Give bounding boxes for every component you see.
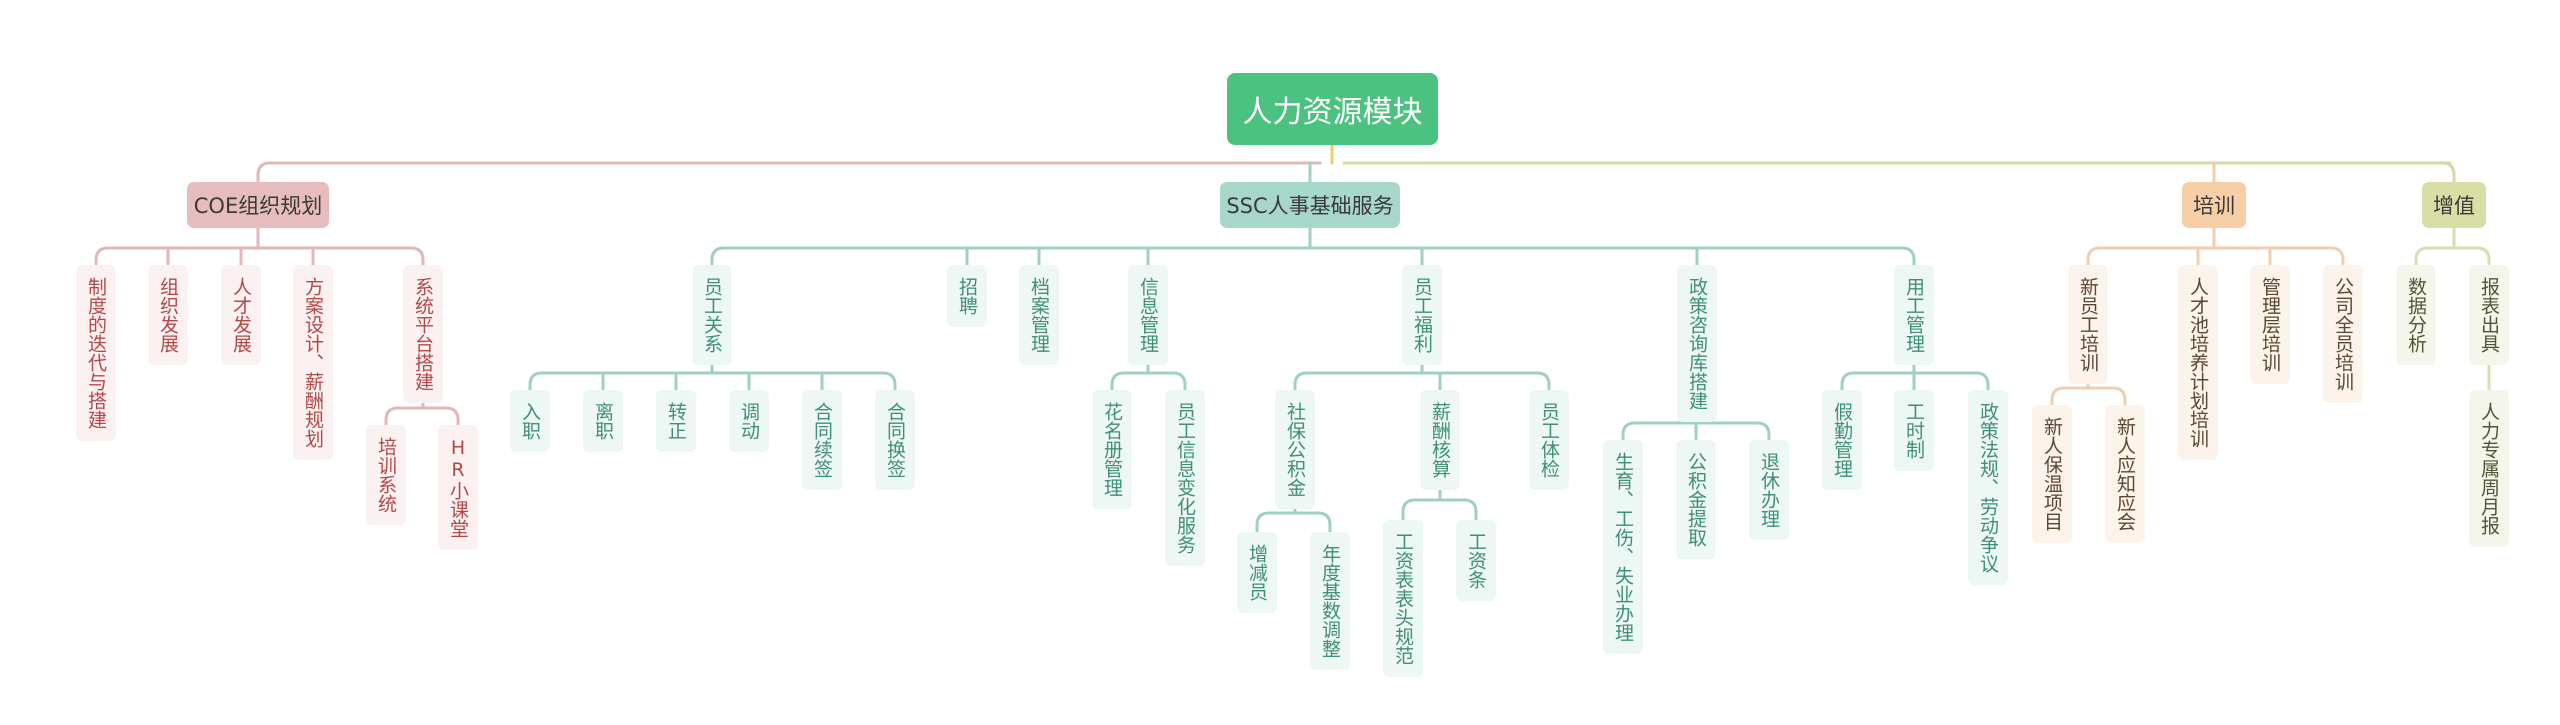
ssc-node[interactable]: SSC人事基础服务 bbox=[1220, 182, 1400, 228]
ssc-salary-table-header[interactable]: 工资表表头规范 bbox=[1383, 520, 1423, 677]
ssc-info-fan-drop-1 bbox=[1171, 371, 1187, 392]
top-drop-value bbox=[2440, 161, 2456, 184]
ssc-welfare-salary-accounting[interactable]: 薪酬核算 bbox=[1420, 390, 1460, 490]
value-report-weekly-monthly[interactable]: 人力专属周月报 bbox=[2469, 390, 2509, 547]
ssc-policy-insurance[interactable]: 生育、工伤、失业办理 bbox=[1603, 440, 1643, 654]
training-newbie-fan-drop-1 bbox=[2111, 386, 2127, 407]
ssc-social-base-adjust[interactable]: 年度基数调整 bbox=[1310, 532, 1350, 670]
ssc-social-fan-drop-0 bbox=[1255, 511, 1271, 534]
value-fan-drop-0 bbox=[2414, 246, 2430, 267]
ssc-relation-regularization[interactable]: 转正 bbox=[656, 390, 696, 452]
training-node[interactable]: 培训 bbox=[2182, 182, 2246, 228]
value-node[interactable]: 增值 bbox=[2422, 182, 2486, 228]
training-item-new-employee[interactable]: 新员工培训 bbox=[2068, 265, 2108, 384]
ssc-item-archives[interactable]: 档案管理 bbox=[1019, 265, 1059, 365]
training-newbie-knowledge[interactable]: 新人应知应会 bbox=[2105, 405, 2145, 543]
training-item-management[interactable]: 管理层培训 bbox=[2250, 265, 2290, 384]
coe-item-system-iteration[interactable]: 制度的迭代与搭建 bbox=[76, 265, 116, 441]
ssc-info-fan-drop-0 bbox=[1110, 371, 1126, 392]
ssc-item-recruitment[interactable]: 招聘 bbox=[947, 265, 987, 327]
ssc-salary-slip[interactable]: 工资条 bbox=[1456, 520, 1496, 601]
ssc-welfare-fan-drop-0 bbox=[1293, 371, 1309, 392]
ssc-info-roster[interactable]: 花名册管理 bbox=[1092, 390, 1132, 509]
coe-system-fan-drop-1 bbox=[444, 406, 460, 427]
training-fan-drop-0 bbox=[2086, 246, 2102, 267]
ssc-item-welfare[interactable]: 员工福利 bbox=[1402, 265, 1442, 365]
ssc-policy-fan-drop-2 bbox=[1755, 421, 1771, 442]
ssc-welfare-social-fund[interactable]: 社保公积金 bbox=[1275, 390, 1315, 509]
coe-item-platform-build[interactable]: 系统平台搭建 bbox=[403, 265, 443, 403]
coe-item-plan-design[interactable]: 方案设计、薪酬规划 bbox=[293, 265, 333, 460]
ssc-social-fan-drop-1 bbox=[1316, 511, 1332, 534]
ssc-relation-transfer[interactable]: 调动 bbox=[729, 390, 769, 452]
ssc-item-employee-relations[interactable]: 员工关系 bbox=[692, 265, 732, 365]
ssc-relations-fan-drop-0 bbox=[528, 371, 544, 392]
ssc-welfare-health-check[interactable]: 员工体检 bbox=[1529, 390, 1569, 490]
ssc-social-add-remove[interactable]: 增减员 bbox=[1237, 532, 1277, 613]
ssc-salary-fan-drop-1 bbox=[1462, 498, 1478, 522]
training-newbie-warmup[interactable]: 新人保温项目 bbox=[2032, 405, 2072, 543]
ssc-relation-onboarding[interactable]: 入职 bbox=[510, 390, 550, 452]
ssc-item-policy-library[interactable]: 政策咨询库搭建 bbox=[1677, 265, 1717, 422]
coe-node[interactable]: COE组织规划 bbox=[187, 182, 329, 228]
ssc-policy-retirement[interactable]: 退休办理 bbox=[1749, 440, 1789, 540]
ssc-employment-hours[interactable]: 工时制 bbox=[1894, 390, 1934, 471]
training-item-talent-pool[interactable]: 人才池培养计划培训 bbox=[2178, 265, 2218, 460]
ssc-relation-resignation[interactable]: 离职 bbox=[583, 390, 623, 452]
value-item-report-output[interactable]: 报表出具 bbox=[2469, 265, 2509, 365]
ssc-employment-attendance[interactable]: 假勤管理 bbox=[1822, 390, 1862, 490]
root-node[interactable]: 人力资源模块 bbox=[1227, 73, 1438, 145]
ssc-item-info-management[interactable]: 信息管理 bbox=[1128, 265, 1168, 365]
coe-fan-drop-0 bbox=[94, 246, 110, 267]
value-fan-drop-1 bbox=[2475, 246, 2491, 267]
ssc-employment-fan-drop-0 bbox=[1840, 371, 1856, 392]
training-newbie-fan-drop-0 bbox=[2050, 386, 2066, 407]
ssc-employment-disputes[interactable]: 政策法规、劳动争议 bbox=[1968, 390, 2008, 585]
coe-system-fan-drop-0 bbox=[384, 406, 400, 427]
coe-fan-drop-4 bbox=[409, 246, 425, 267]
training-fan-drop-3 bbox=[2329, 246, 2345, 267]
ssc-item-employment-management[interactable]: 用工管理 bbox=[1894, 265, 1934, 365]
value-item-data-analysis[interactable]: 数据分析 bbox=[2396, 265, 2436, 365]
training-item-all-staff[interactable]: 公司全员培训 bbox=[2323, 265, 2363, 403]
ssc-relation-contract-change[interactable]: 合同换签 bbox=[875, 390, 915, 490]
ssc-fan-drop-0 bbox=[710, 246, 726, 267]
top-drop-coe bbox=[256, 161, 272, 184]
coe-item-training-system[interactable]: 培训系统 bbox=[366, 425, 406, 525]
ssc-info-change-service[interactable]: 员工信息变化服务 bbox=[1165, 390, 1205, 566]
ssc-employment-fan-drop-2 bbox=[1974, 371, 1990, 392]
coe-item-org-development[interactable]: 组织发展 bbox=[148, 265, 188, 365]
ssc-relation-contract-renewal[interactable]: 合同续签 bbox=[802, 390, 842, 490]
ssc-salary-fan-drop-0 bbox=[1401, 498, 1417, 522]
ssc-relations-fan-drop-5 bbox=[881, 371, 897, 392]
ssc-welfare-fan-drop-2 bbox=[1535, 371, 1551, 392]
coe-item-hr-class[interactable]: HR小课堂 bbox=[438, 425, 478, 550]
coe-item-talent-development[interactable]: 人才发展 bbox=[221, 265, 261, 365]
ssc-policy-fan-drop-0 bbox=[1621, 421, 1637, 442]
ssc-policy-fund-withdrawal[interactable]: 公积金提取 bbox=[1676, 440, 1716, 559]
ssc-fan-drop-6 bbox=[1900, 246, 1916, 267]
